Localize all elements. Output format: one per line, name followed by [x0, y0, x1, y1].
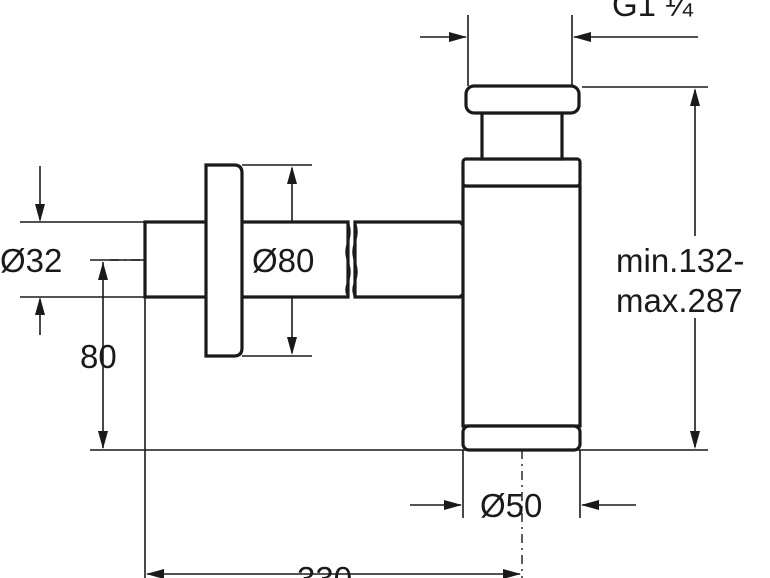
pipe-break-line [352, 221, 358, 298]
pipe-break-line [345, 221, 351, 298]
arrow-icon [287, 166, 297, 184]
bottom-cap [461, 424, 582, 452]
length-label: 330 [297, 560, 352, 578]
wall-rosette [204, 163, 244, 358]
arrow-icon [573, 32, 591, 42]
top-nut [464, 84, 581, 115]
arrow-icon [690, 88, 700, 106]
dimension-labels: G1 ¼ Ø32 Ø80 80 min.132- max.287 Ø50 330 [0, 0, 744, 578]
pipe-elbow [353, 220, 480, 299]
arrow-icon [35, 297, 45, 315]
arrow-icon [503, 569, 521, 578]
arrow-icon [98, 262, 108, 280]
rosette-diameter-label: Ø80 [252, 242, 314, 279]
arrow-icon [98, 431, 108, 449]
body-collar [461, 157, 582, 188]
wall-pipe [143, 220, 209, 299]
siphon-body [461, 184, 582, 428]
arrow-icon [690, 431, 700, 449]
pipe-diameter-label: Ø32 [0, 242, 62, 279]
siphon-part [143, 84, 582, 452]
arrow-icon [449, 32, 467, 42]
height-from-floor-label: 80 [80, 338, 117, 375]
arrow-icon [444, 500, 462, 510]
arrow-icon [35, 204, 45, 222]
height-min-label: min.132- [616, 242, 744, 279]
body-neck [480, 111, 564, 161]
arrow-icon [581, 500, 599, 510]
arrow-icon [287, 337, 297, 355]
height-max-label: max.287 [616, 282, 743, 319]
dimension-arrows [35, 32, 700, 578]
arrow-icon [146, 569, 164, 578]
body-diameter-label: Ø50 [480, 487, 542, 524]
thread-label: G1 ¼ [612, 0, 693, 23]
